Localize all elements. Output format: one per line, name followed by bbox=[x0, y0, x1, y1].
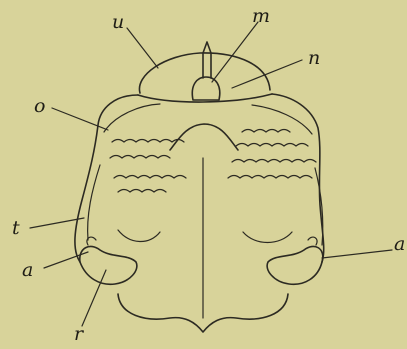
lower-curve-left bbox=[118, 230, 160, 242]
carapace-outline-right bbox=[272, 94, 324, 262]
lateral-fold-left bbox=[88, 165, 100, 240]
limb-socket-right bbox=[308, 237, 317, 245]
limb-socket-left bbox=[87, 237, 96, 245]
suture-left-2 bbox=[110, 156, 170, 159]
label-o: o bbox=[34, 95, 45, 117]
lower-curve-right bbox=[243, 232, 292, 243]
suture-right-4 bbox=[228, 176, 312, 179]
central-spike bbox=[203, 42, 211, 78]
label-a-left: a bbox=[22, 259, 33, 281]
suture-left-3 bbox=[114, 176, 186, 179]
inner-shoulder-left bbox=[104, 104, 160, 132]
leader-r bbox=[82, 270, 106, 326]
label-a-right: a bbox=[394, 233, 405, 255]
central-bulb bbox=[192, 77, 219, 100]
label-r: r bbox=[74, 323, 85, 345]
leader-m bbox=[212, 22, 258, 82]
label-u: u bbox=[112, 11, 124, 33]
suture-left-1 bbox=[112, 140, 184, 143]
carapace-outline-left bbox=[75, 95, 138, 262]
suture-right-1 bbox=[242, 130, 290, 133]
leader-a-right bbox=[322, 250, 392, 258]
label-m: m bbox=[252, 5, 270, 27]
leader-n bbox=[232, 60, 302, 88]
label-t: t bbox=[12, 217, 20, 239]
dorsal-lobe-base bbox=[138, 94, 272, 102]
label-n: n bbox=[308, 47, 320, 69]
central-arch bbox=[170, 124, 238, 150]
leader-u bbox=[127, 28, 158, 68]
suture-right-2 bbox=[236, 144, 308, 147]
suture-left-4 bbox=[118, 190, 166, 193]
suture-right-3 bbox=[232, 160, 316, 163]
limb-base-right bbox=[267, 246, 323, 284]
dorsal-lobe-outline bbox=[139, 53, 270, 93]
